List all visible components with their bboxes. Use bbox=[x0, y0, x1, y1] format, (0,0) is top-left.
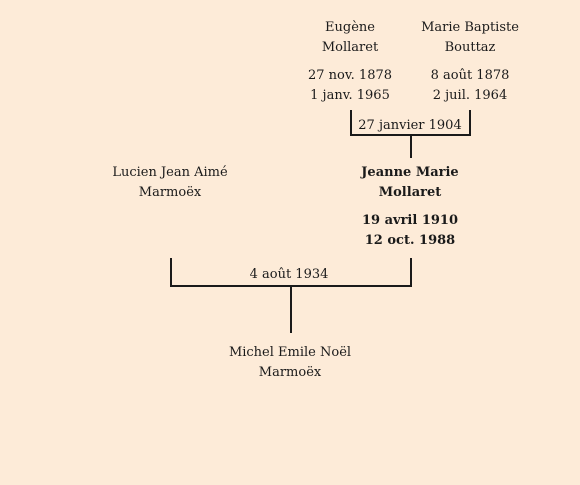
person-name-line1: Lucien Jean Aimé bbox=[112, 165, 228, 180]
couple-bracket-bottom bbox=[170, 285, 412, 287]
person-dates: 19 avril 1910 12 oct. 1988 bbox=[350, 211, 470, 251]
person-name-line1: Eugène bbox=[325, 20, 375, 35]
couple-bracket-right bbox=[410, 258, 412, 287]
person-name-line2: Bouttaz bbox=[444, 40, 496, 55]
person-dates: 8 août 1878 2 juil. 1964 bbox=[415, 66, 525, 106]
marriage-bracket-left bbox=[350, 110, 352, 136]
descent-line-to-jeanne bbox=[410, 136, 412, 158]
person-dates: 27 nov. 1878 1 janv. 1965 bbox=[300, 66, 400, 106]
person-name-line1: Michel Emile Noël bbox=[228, 345, 352, 360]
person-eugene-mollaret[interactable]: Eugène Mollaret 27 nov. 1878 1 janv. 196… bbox=[300, 18, 400, 106]
death-date: 2 juil. 1964 bbox=[432, 88, 508, 103]
couple-bracket-left bbox=[170, 258, 172, 287]
person-name-line2: Marmoëx bbox=[138, 185, 202, 200]
person-name-line2: Marmoëx bbox=[258, 365, 322, 380]
person-name-line2: Mollaret bbox=[378, 185, 442, 200]
birth-date: 27 nov. 1878 bbox=[307, 68, 393, 83]
couple-marriage-date: 4 août 1934 bbox=[240, 267, 338, 283]
death-date: 12 oct. 1988 bbox=[364, 233, 456, 248]
person-michel-marmoex[interactable]: Michel Emile Noël Marmoëx bbox=[220, 343, 360, 383]
descent-line-to-michel bbox=[290, 287, 292, 333]
person-name-line1: Jeanne Marie bbox=[361, 165, 459, 180]
person-name-line1: Marie Baptiste bbox=[421, 20, 519, 35]
person-jeanne-marie-mollaret[interactable]: Jeanne Marie Mollaret 19 avril 1910 12 o… bbox=[350, 163, 470, 251]
parents-marriage-date: 27 janvier 1904 bbox=[356, 118, 464, 134]
person-marie-baptiste-bouttaz[interactable]: Marie Baptiste Bouttaz 8 août 1878 2 jui… bbox=[415, 18, 525, 106]
death-date: 1 janv. 1965 bbox=[310, 88, 390, 103]
birth-date: 8 août 1878 bbox=[430, 68, 510, 83]
person-name-line2: Mollaret bbox=[321, 40, 379, 55]
marriage-bracket-bottom bbox=[350, 134, 471, 136]
birth-date: 19 avril 1910 bbox=[361, 213, 459, 228]
marriage-bracket-right bbox=[469, 110, 471, 136]
person-lucien-marmoex[interactable]: Lucien Jean Aimé Marmoëx bbox=[100, 163, 240, 203]
